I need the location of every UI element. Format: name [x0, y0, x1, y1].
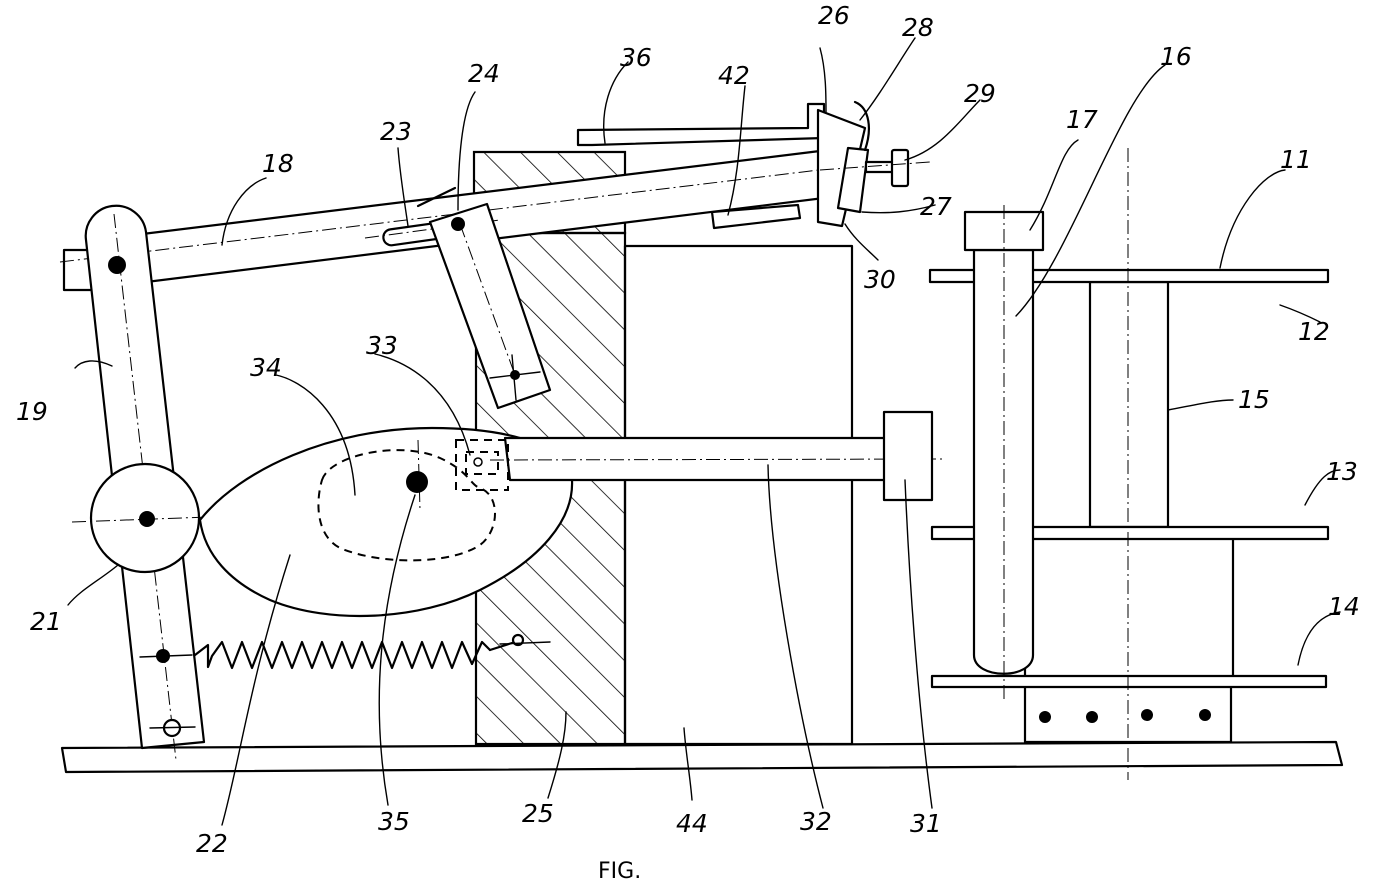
label-18: 18 [262, 149, 294, 178]
label-29: 29 [964, 79, 996, 108]
label-24: 24 [468, 59, 500, 88]
label-19: 19 [16, 397, 48, 426]
label-13: 13 [1326, 457, 1358, 486]
label-14: 14 [1328, 592, 1360, 621]
label-36: 36 [620, 43, 652, 72]
housing-44 [623, 244, 854, 746]
label-33: 33 [366, 331, 398, 360]
figure-caption: FIG. [598, 859, 641, 880]
part-42 [710, 203, 802, 230]
label-11: 11 [1280, 145, 1312, 174]
label-21: 21 [30, 607, 62, 636]
label-25: 25 [522, 799, 554, 828]
link-24 [416, 186, 552, 410]
tool-holder [816, 100, 931, 228]
rack-structure [928, 148, 1330, 780]
tension-spring [193, 633, 551, 670]
label-44: 44 [676, 809, 708, 838]
label-32: 32 [800, 807, 832, 836]
base-plate [60, 740, 1344, 774]
label-30: 30 [864, 265, 896, 294]
reference-labels: 11 12 13 14 15 16 17 18 19 21 22 23 24 2… [16, 1, 1360, 880]
test-tube-16 [963, 205, 1045, 700]
label-28: 28 [902, 13, 934, 42]
label-31: 31 [910, 809, 942, 838]
label-23: 23 [380, 117, 412, 146]
label-17: 17 [1066, 105, 1098, 134]
part-36 [576, 102, 826, 147]
label-22: 22 [196, 829, 228, 858]
label-42: 42 [718, 61, 750, 90]
label-27: 27 [920, 192, 952, 221]
label-34: 34 [250, 353, 282, 382]
roller-21 [71, 462, 263, 574]
label-12: 12 [1298, 317, 1330, 346]
leader-lines [67, 37, 1341, 826]
label-15: 15 [1238, 385, 1270, 414]
label-26: 26 [818, 1, 850, 30]
label-35: 35 [378, 807, 410, 836]
label-16: 16 [1160, 42, 1192, 71]
knob-31 [882, 410, 934, 502]
